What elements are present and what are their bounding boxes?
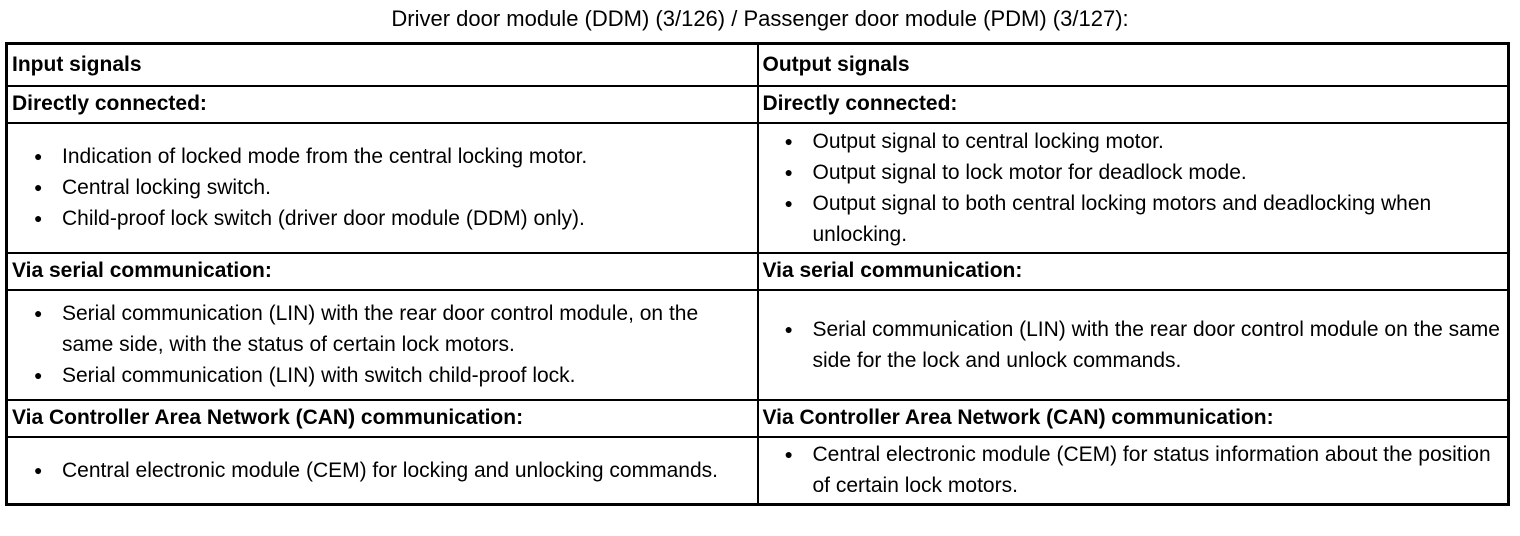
list-item-text: Child-proof lock switch (driver door mod… — [62, 207, 585, 230]
input-directly-connected-items-cell: ● Indication of locked mode from the cen… — [5, 121, 759, 254]
bullet-icon: ● — [784, 132, 793, 149]
bullet-icon: ● — [34, 148, 43, 164]
list-item-text: Output signal to both central locking mo… — [812, 191, 1432, 246]
input-can-list: ● Central electronic module (CEM) for lo… — [12, 455, 753, 486]
list-item: ● Indication of locked mode from the cen… — [12, 141, 753, 172]
list-item: ● Output signal to lock motor for deadlo… — [763, 157, 1504, 188]
list-item-text: Output signal to lock motor for deadlock… — [812, 160, 1247, 184]
list-item: ● Serial communication (LIN) with switch… — [12, 360, 753, 391]
output-can-list: ● Central electronic module (CEM) for st… — [763, 439, 1504, 501]
output-directly-connected-items-cell: ● Output signal to central locking motor… — [756, 121, 1510, 254]
output-serial-items-cell: ● Serial communication (LIN) with the re… — [756, 288, 1510, 401]
input-serial-heading: Via serial communication: — [5, 251, 759, 291]
list-item: ● Serial communication (LIN) with the re… — [12, 298, 753, 360]
list-item-text: Central locking switch. — [62, 176, 271, 199]
list-item: ● Central electronic module (CEM) for st… — [763, 439, 1504, 501]
list-item-text: Output signal to central locking motor. — [812, 129, 1164, 153]
bullet-icon: ● — [34, 210, 43, 226]
bullet-icon: ● — [784, 194, 793, 211]
serial-heading-row: Via serial communication: Via serial com… — [5, 251, 1510, 291]
list-item: ● Output signal to central locking motor… — [763, 126, 1504, 157]
output-can-items-cell: ● Central electronic module (CEM) for st… — [756, 435, 1510, 506]
directly-connected-heading-row: Directly connected: Directly connected: — [5, 84, 1510, 124]
list-item-text: Serial communication (LIN) with the rear… — [812, 317, 1500, 372]
input-can-heading: Via Controller Area Network (CAN) commun… — [5, 398, 759, 438]
list-item: ● Serial communication (LIN) with the re… — [763, 314, 1504, 376]
output-signals-header-cell: Output signals — [756, 42, 1510, 87]
output-serial-list: ● Serial communication (LIN) with the re… — [763, 314, 1504, 376]
can-items-row: ● Central electronic module (CEM) for lo… — [5, 435, 1510, 506]
list-item: ● Central electronic module (CEM) for lo… — [12, 455, 753, 486]
signals-table: Input signals Output signals Directly co… — [5, 42, 1510, 506]
output-directly-connected-heading: Directly connected: — [756, 84, 1510, 124]
list-item-text: Serial communication (LIN) with the rear… — [62, 302, 699, 356]
column-header-row: Input signals Output signals — [5, 42, 1510, 87]
output-directly-connected-list: ● Output signal to central locking motor… — [763, 126, 1504, 250]
can-heading-row: Via Controller Area Network (CAN) commun… — [5, 398, 1510, 438]
input-serial-items-cell: ● Serial communication (LIN) with the re… — [5, 288, 759, 401]
serial-items-row: ● Serial communication (LIN) with the re… — [5, 288, 1510, 401]
input-directly-connected-list: ● Indication of locked mode from the cen… — [12, 141, 753, 234]
list-item-text: Central electronic module (CEM) for lock… — [62, 458, 718, 482]
input-serial-list: ● Serial communication (LIN) with the re… — [12, 298, 753, 391]
input-directly-connected-heading: Directly connected: — [5, 84, 759, 124]
list-item: ● Child-proof lock switch (driver door m… — [12, 203, 753, 234]
list-item: ● Output signal to both central locking … — [763, 188, 1504, 250]
directly-connected-items-row: ● Indication of locked mode from the cen… — [5, 121, 1510, 254]
bullet-icon: ● — [784, 446, 793, 463]
input-can-items-cell: ● Central electronic module (CEM) for lo… — [5, 435, 759, 506]
bullet-icon: ● — [34, 367, 43, 383]
page-title: Driver door module (DDM) (3/126) / Passe… — [391, 6, 1129, 31]
list-item-text: Indication of locked mode from the centr… — [62, 145, 588, 168]
bullet-icon: ● — [784, 163, 793, 180]
list-item: ● Central locking switch. — [12, 172, 753, 203]
bullet-icon: ● — [34, 461, 43, 478]
output-can-heading: Via Controller Area Network (CAN) commun… — [756, 398, 1510, 438]
input-signals-header-cell: Input signals — [5, 42, 759, 87]
output-serial-heading: Via serial communication: — [756, 251, 1510, 291]
bullet-icon: ● — [34, 305, 43, 321]
list-item-text: Central electronic module (CEM) for stat… — [812, 443, 1491, 498]
list-item-text: Serial communication (LIN) with switch c… — [62, 364, 576, 387]
bullet-icon: ● — [784, 320, 793, 337]
bullet-icon: ● — [34, 179, 43, 195]
